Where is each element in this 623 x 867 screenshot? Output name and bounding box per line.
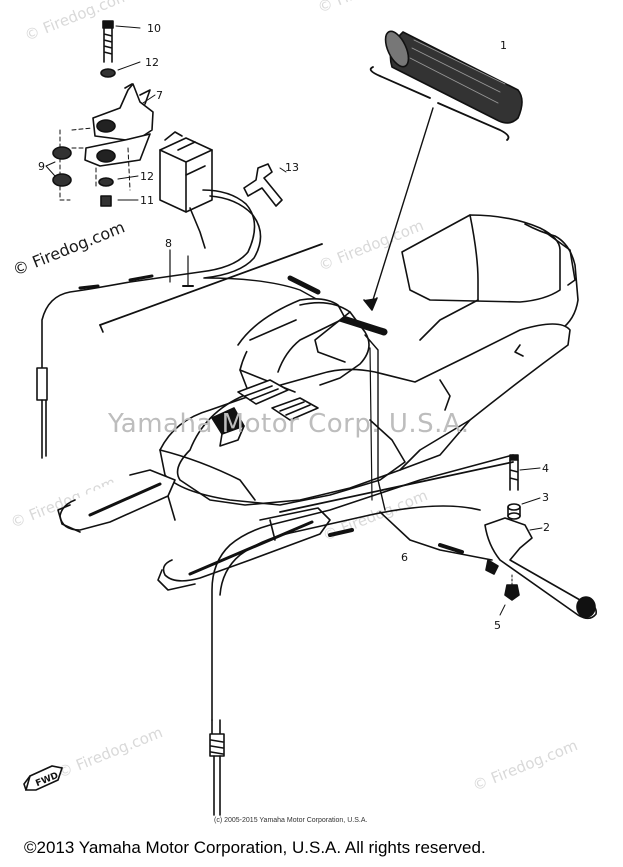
callout-5: 5 <box>494 619 501 632</box>
callout-10: 10 <box>147 22 161 35</box>
callout-13: 13 <box>285 161 299 174</box>
bolt-part-10 <box>102 20 141 63</box>
small-copyright: (c) 2005-2015 Yamaha Motor Corporation, … <box>214 817 368 824</box>
handlebar-grip-part <box>384 30 523 124</box>
callout-11: 11 <box>140 194 154 207</box>
maker-watermark: Yamaha Motor Corp. U.S.A. <box>108 409 470 439</box>
callout-6: 6 <box>401 551 408 564</box>
footer-copyright: ©2013 Yamaha Motor Corporation, U.S.A. A… <box>24 838 486 857</box>
throttle-switch-part-8 <box>36 131 262 459</box>
callout-2: 2 <box>543 521 550 534</box>
callout-labels: 1 2 3 4 5 6 7 8 9 10 11 12 12 13 <box>38 22 550 632</box>
forward-direction-icon: FWD <box>22 760 66 801</box>
callout-8: 8 <box>165 237 172 250</box>
callout-9: 9 <box>38 160 45 173</box>
brake-lever-part-2 <box>484 517 597 620</box>
callout-4: 4 <box>542 462 549 475</box>
callout-7: 7 <box>156 89 163 102</box>
callout-1: 1 <box>500 39 507 52</box>
brake-cable-part-6 <box>209 454 514 816</box>
callout-12-lower: 12 <box>140 170 154 183</box>
callout-12-top: 12 <box>145 56 159 69</box>
callout-3: 3 <box>542 491 549 504</box>
bracket-part-7 <box>59 83 156 201</box>
